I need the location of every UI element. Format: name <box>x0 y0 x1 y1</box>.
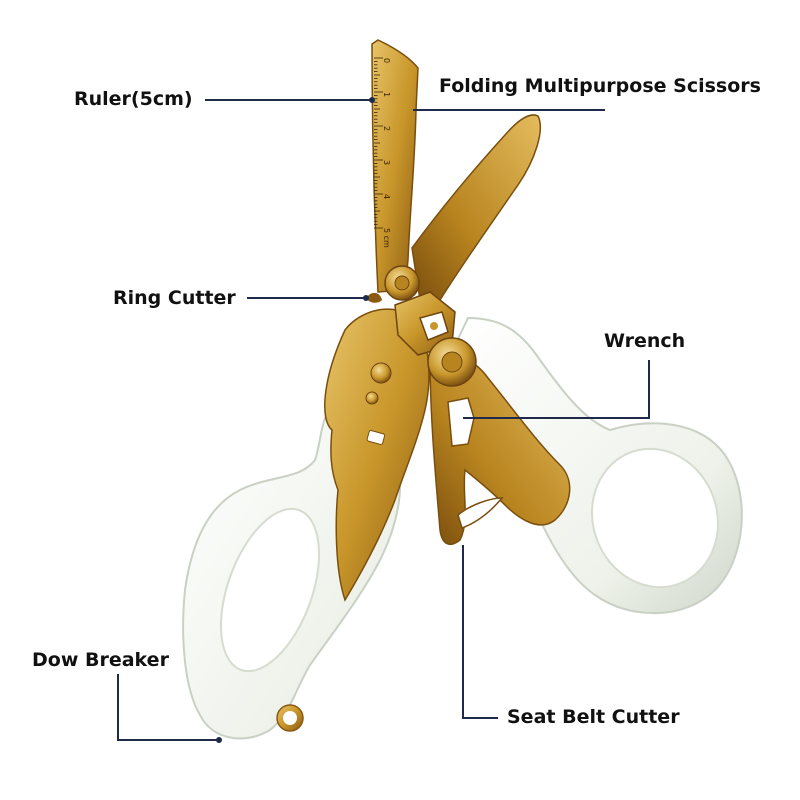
ruler-number: 2 <box>382 126 391 131</box>
label-seat-belt-cutter: Seat Belt Cutter <box>507 706 680 728</box>
label-ruler: Ruler(5cm) <box>74 88 193 110</box>
ruler-blade: 0 1 2 3 4 5 cm <box>371 39 419 293</box>
right-handle <box>452 316 743 615</box>
ruler-scale: 0 1 2 3 4 5 cm <box>374 57 391 248</box>
label-folding-multipurpose-scissors: Folding Multipurpose Scissors <box>439 75 761 97</box>
ruler-number: 1 <box>382 92 391 97</box>
ruler-number: 4 <box>382 194 391 199</box>
label-wrench: Wrench <box>604 330 686 352</box>
right-gold-frame <box>429 353 571 546</box>
leader-lines <box>117 99 650 741</box>
leader-dot-ruler <box>369 97 375 103</box>
leader-seat-belt-cutter <box>462 545 498 719</box>
ruler-number: 3 <box>382 160 391 165</box>
pivot-assembly <box>366 265 477 387</box>
leader-wrench <box>463 360 650 419</box>
ruler-number: 5 cm <box>382 228 391 248</box>
upper-blade <box>411 114 542 301</box>
leader-dot-ring <box>363 295 369 301</box>
leader-dot-dow <box>216 737 222 743</box>
leader-dow-breaker <box>117 674 219 741</box>
label-ring-cutter: Ring Cutter <box>113 287 236 309</box>
left-gold-frame <box>324 308 430 602</box>
ruler-number: 0 <box>382 58 391 63</box>
label-dow-breaker: Dow Breaker <box>32 649 169 671</box>
